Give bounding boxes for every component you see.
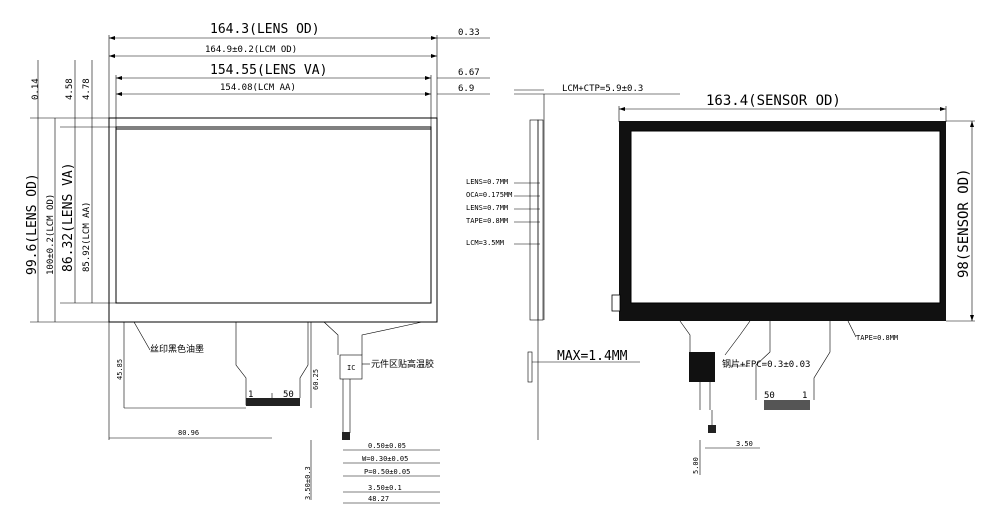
layer-lcm: LCM=3.5MM [466,239,504,247]
dim-0-50: 0.50±0.05 [368,442,406,450]
silk-print-label: 丝印黑色油墨 [150,343,204,355]
left-offset-4-78: 4.78 [82,78,92,100]
side-total-thickness: LCM+CTP=5.9±0.3 [562,84,643,94]
sensor-od-width: 163.4(SENSOR OD) [706,93,841,109]
steel-fpc-label: 钢片+FPC=0.3±0.03 [722,358,810,370]
dim-w-0-30: W=0.30±0.05 [362,455,408,463]
layer-tape: TAPE=0.8MM [466,217,508,225]
rear-tape-label: TAPE=0.8MM [856,334,898,342]
fpc-connector-left [246,398,300,406]
layer-lens-top: LENS=0.7MM [466,178,508,186]
side-view: LCM+CTP=5.9±0.3 LENS=0.7MM OCA=0.175MM L… [466,84,680,440]
pin-50-left: 50 [283,390,294,400]
dim-lcm-aa-v: 85.92(LCM AA) [82,202,92,272]
dim-80-96: 80.96 [178,429,199,437]
dim-48-27: 48.27 [368,495,389,503]
ic-chip [339,354,363,380]
rear-connector [764,400,810,410]
dim-lens-od-v: 99.6(LENS OD) [25,173,40,275]
dim-3-50-rear: 3.50 [736,440,753,448]
offset-0-33: 0.33 [458,28,480,38]
layer-oca: OCA=0.175MM [466,191,512,199]
dim-5-00-rear: 5.00 [692,457,700,474]
rear-pin-1: 1 [802,391,807,401]
dim-lcm-aa: 154.08(LCM AA) [220,83,296,93]
side-body [529,119,539,321]
left-offset-4-58: 4.58 [65,78,75,100]
dim-60-25: 60.25 [312,369,320,390]
ic-label: IC [347,364,355,372]
lens-outline [108,117,438,323]
active-area [115,126,432,304]
offset-6-67: 6.67 [458,68,480,78]
dim-lens-va: 154.55(LENS VA) [210,63,327,78]
rear-view: 163.4(SENSOR OD) 98(SENSOR OD) 50 1 钢片+F… [611,93,975,475]
component-zone-label: 元件区贴高温胶 [371,358,434,370]
dim-lens-od: 164.3(LENS OD) [210,22,320,37]
sensor-window [630,130,941,304]
offset-6-9: 6.9 [458,84,474,94]
dim-3-50-03: 3.50±0.3 [304,466,312,500]
dim-45-85: 45.85 [116,359,124,380]
ctp-connector [342,432,350,440]
front-view: 164.3(LENS OD) 164.9±0.2(LCM OD) 154.55(… [25,22,490,504]
rear-pin-50: 50 [764,391,775,401]
dim-lcm-od-v: 100±0.2(LCM OD) [46,194,56,275]
left-offset-0-14: 0.14 [31,78,41,100]
dim-lcm-od: 164.9±0.2(LCM OD) [205,45,297,55]
dim-p-0-50: P=0.50±0.05 [364,468,410,476]
pin-1-left: 1 [248,390,253,400]
steel-plate [689,352,715,382]
dim-3-50-01: 3.50±0.1 [368,484,402,492]
layer-lens-2: LENS=0.7MM [466,204,508,212]
side-max-thickness: MAX=1.4MM [557,349,628,364]
sensor-od-height: 98(SENSOR OD) [956,168,972,278]
dim-lens-va-v: 86.32(LENS VA) [61,162,76,272]
